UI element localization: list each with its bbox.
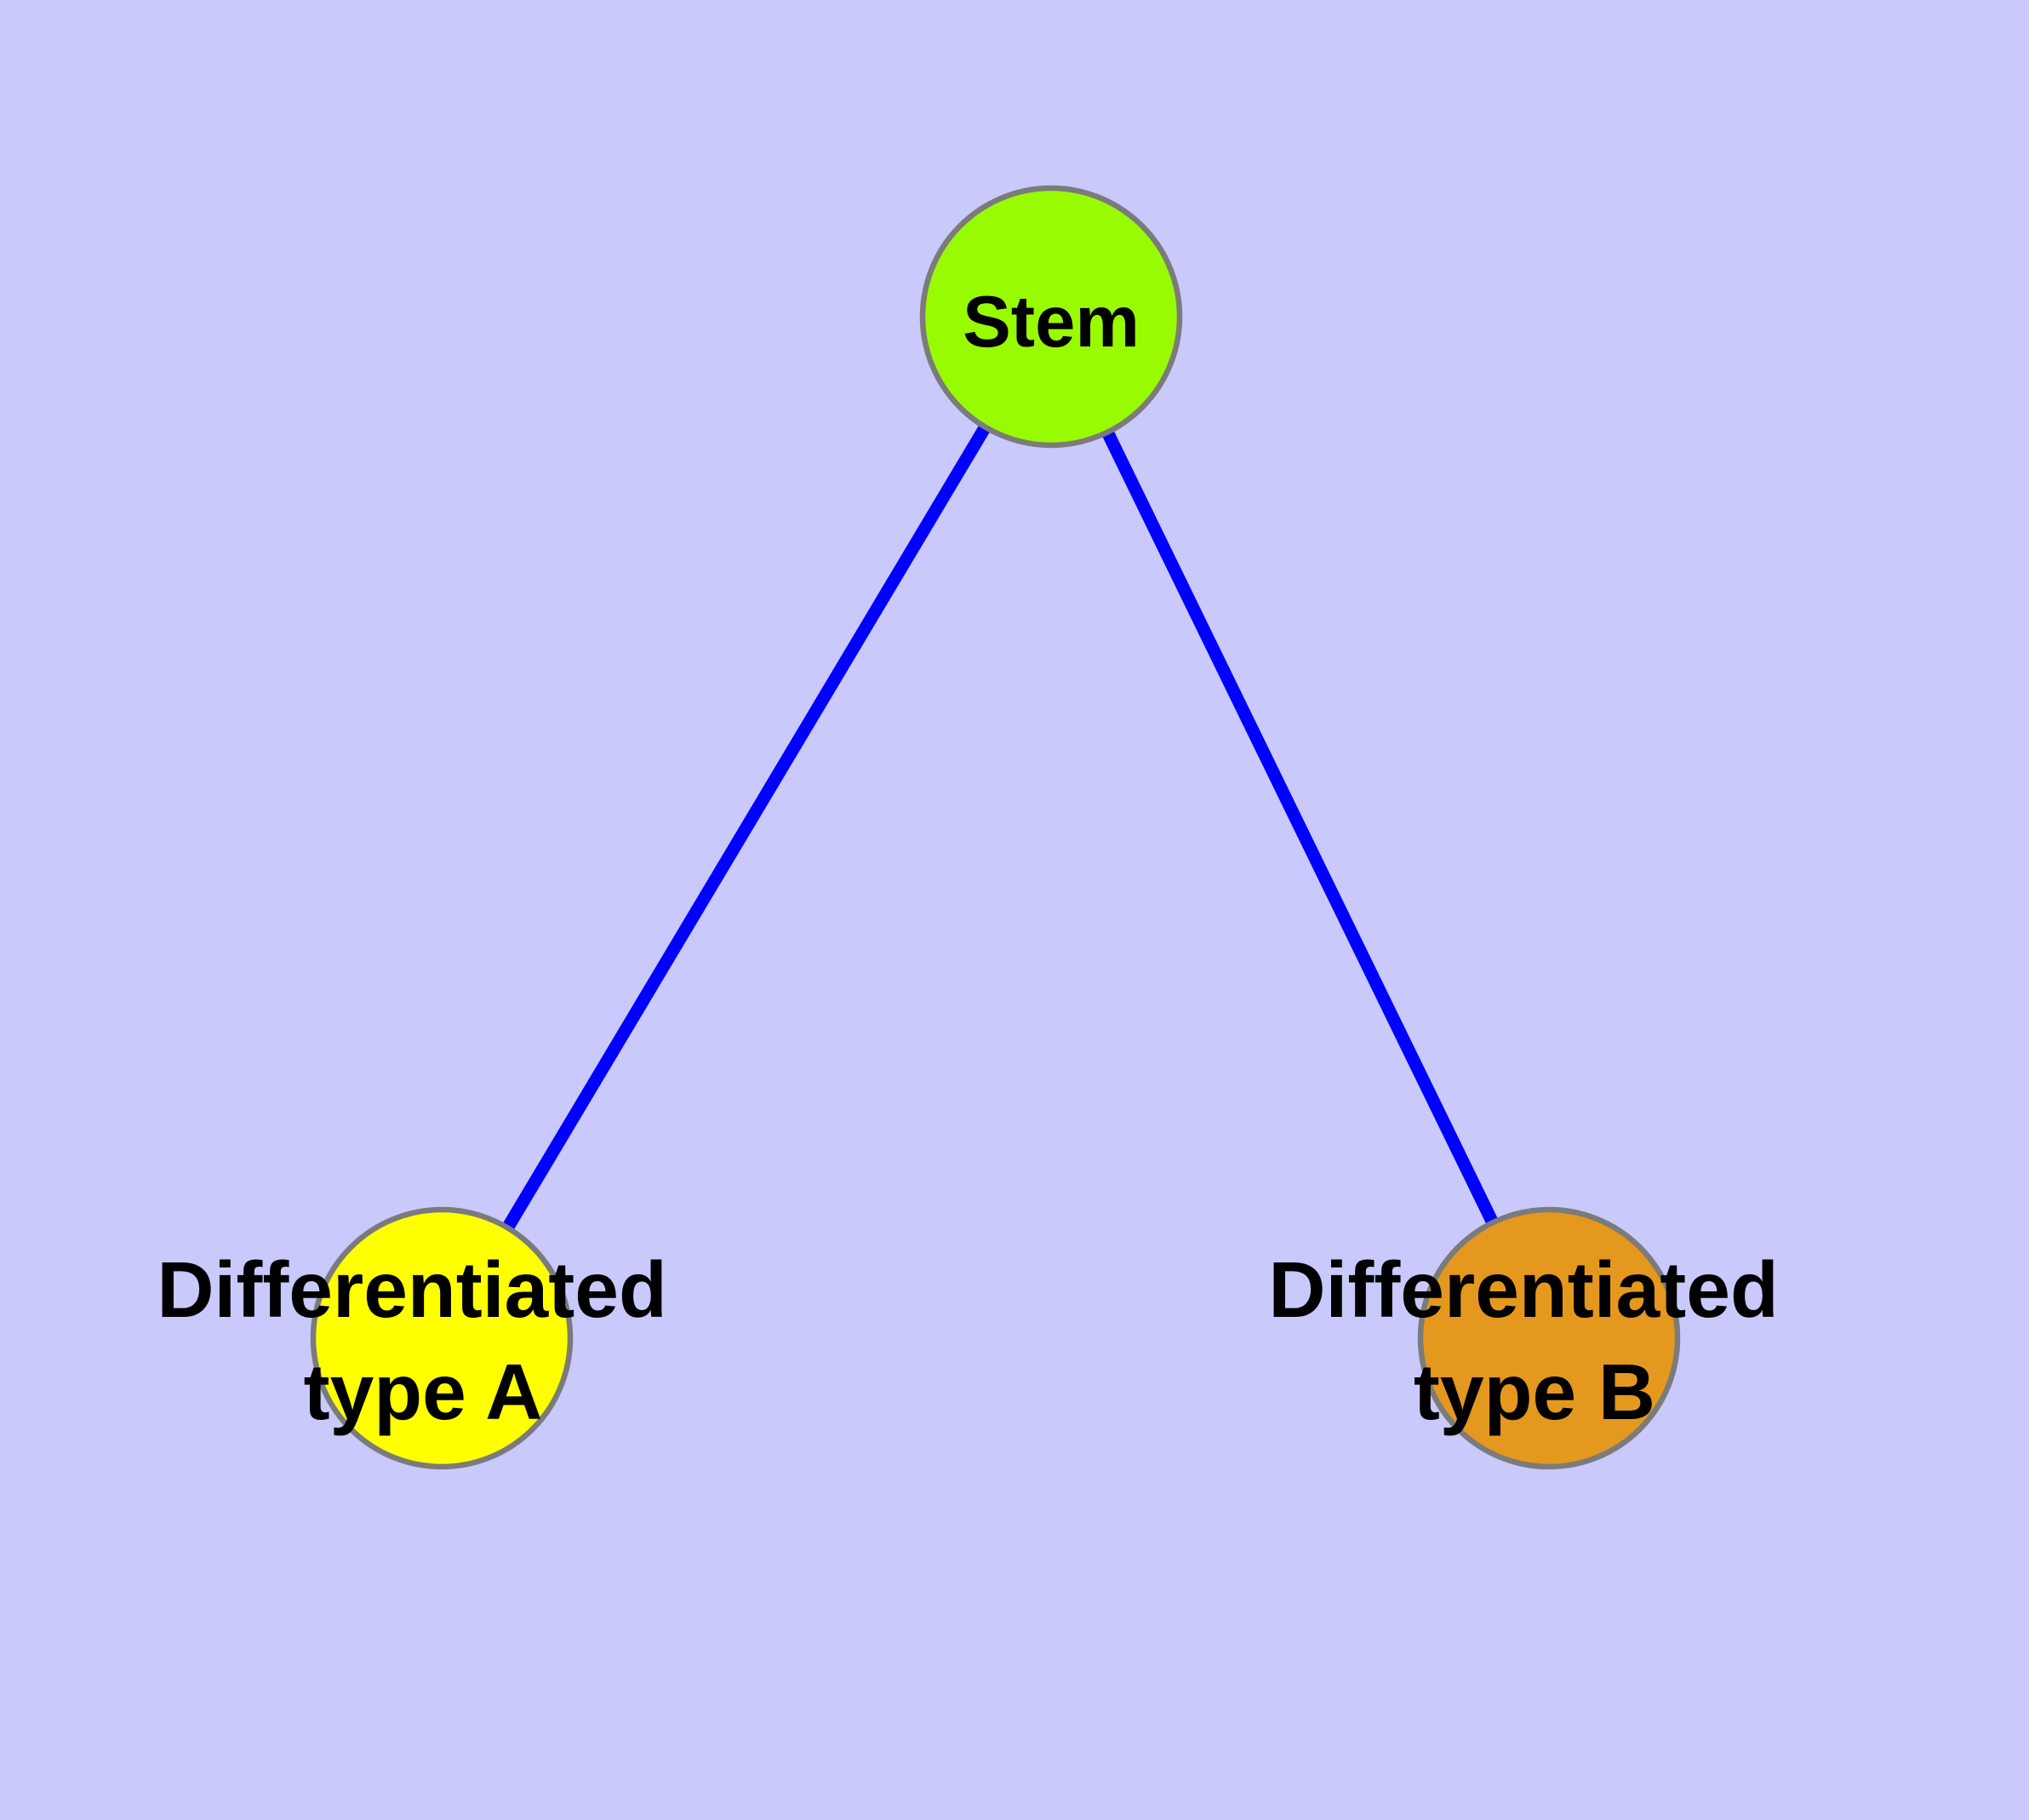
node-differentiated-type-a-label: Differentiated type A [157,1245,689,1436]
node-label-line: Differentiated [1268,1245,1778,1334]
node-label-line: type A [304,1348,543,1436]
node-stem[interactable] [919,185,1183,449]
node-stem-label: Stem [963,282,1140,363]
node-differentiated-type-b[interactable] [1417,1206,1681,1470]
edge-stem-to-type-b [1045,313,1555,1342]
node-differentiated-type-a[interactable] [310,1206,574,1470]
node-differentiated-type-b-label: Differentiated type B [1268,1245,1800,1436]
node-label-line: Differentiated [157,1245,666,1334]
edge-stem-to-type-a [436,313,1057,1342]
node-label-line: type B [1414,1348,1655,1436]
